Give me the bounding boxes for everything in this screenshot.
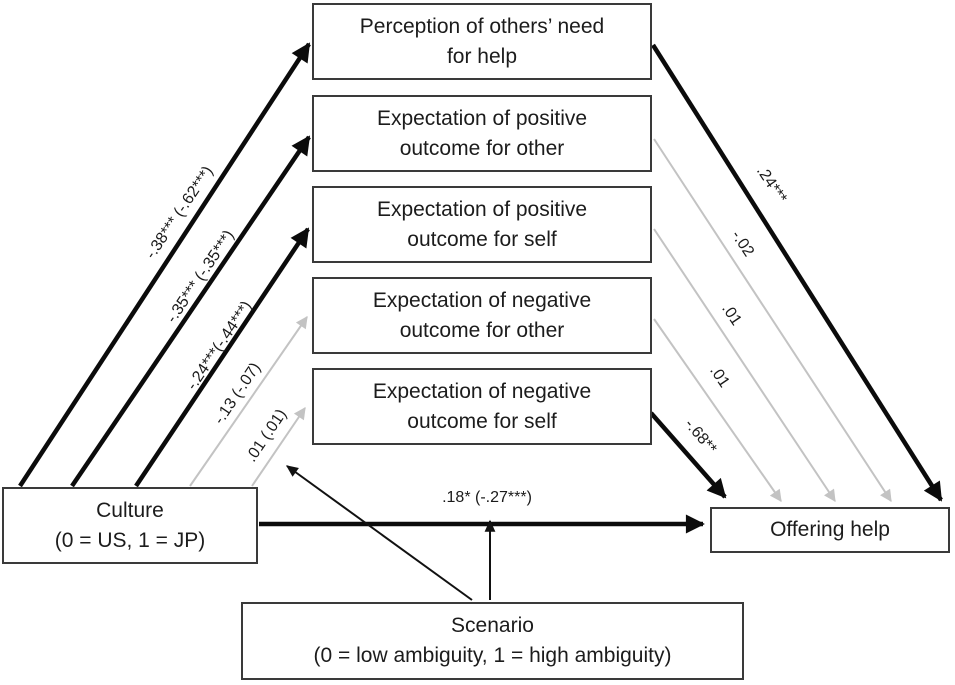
coef-culture-to-offering-direct: .18* (-.27***) [442,489,532,506]
node-label-line: (0 = low ambiguity, 1 = high ambiguity) [313,644,672,667]
path-expectation-positive-other-to-offering [653,138,892,503]
node-offering-help: Offering help [710,507,950,553]
node-expectation-negative-other: Expectation of negative outcome for othe… [312,277,652,354]
node-label-line: (0 = US, 1 = JP) [54,528,206,552]
path-expectation-positive-self-to-offering [653,228,836,502]
path-expectation-negative-other-to-offering [653,318,782,502]
node-expectation-negative-self: Expectation of negative outcome for self [312,368,652,445]
node-label-line: outcome for self [407,227,557,251]
node-perception-of-others-need: Perception of others’ need for help [312,3,652,80]
node-expectation-positive-other: Expectation of positive outcome for othe… [312,95,652,172]
node-label-line: outcome for self [407,409,557,433]
node-label-line: Expectation of negative [372,379,592,403]
node-label-line: outcome for other [399,136,565,160]
node-label-line: Scenario [451,614,534,638]
node-label-line: Expectation of positive [376,106,588,130]
node-label-line: Culture [96,498,164,522]
path-perception-to-offering [651,43,943,502]
path-culture-to-expectation-positive-other [70,135,311,488]
path-culture-to-expectation-positive-self [134,227,310,488]
path-expectation-negative-self-to-offering [649,411,727,499]
path-culture-to-perception [18,42,311,488]
node-label-line: Expectation of positive [376,197,588,221]
node-label-line: Expectation of negative [372,288,592,312]
node-label-line: for help [446,44,518,68]
node-label-line: Offering help [770,518,890,542]
node-culture: Culture (0 = US, 1 = JP) [2,487,258,564]
path-culture-to-expectation-negative-self [251,407,306,487]
path-culture-to-expectation-negative-other [189,316,308,487]
node-label-line: Perception of others’ need [359,14,605,38]
node-scenario: Scenario (0 = low ambiguity, 1 = high am… [241,602,744,680]
node-label-line: outcome for other [399,318,565,342]
node-expectation-positive-self: Expectation of positive outcome for self [312,186,652,263]
path-scenario-to-culture-mediator-paths [286,465,473,601]
